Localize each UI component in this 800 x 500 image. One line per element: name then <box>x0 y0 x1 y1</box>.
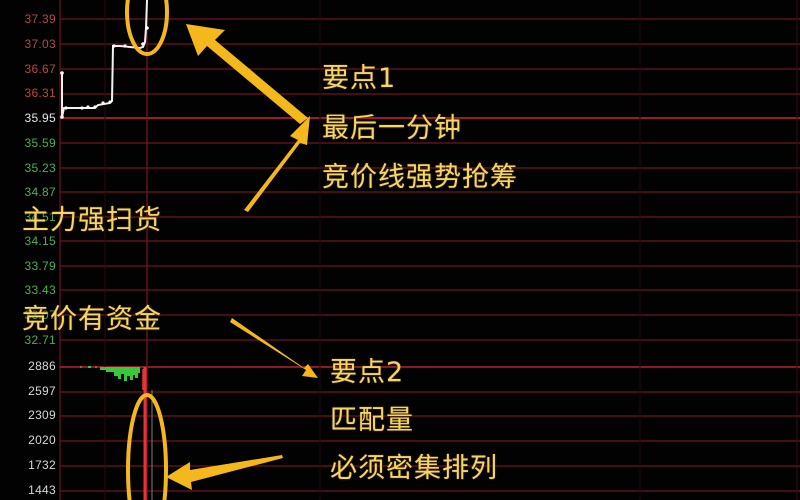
annotation-point2-line2: 必须密集排列 <box>330 453 498 484</box>
arrow-to-point2-icon <box>230 318 318 378</box>
annotation-point1-line2: 竞价线强势抢筹 <box>322 162 518 193</box>
volume-tick-label: 2597 <box>28 384 56 398</box>
annotation-point1-title: 要点1 <box>322 63 397 94</box>
price-tick-label: 34.51 <box>24 210 56 224</box>
price-tick-label: 34.15 <box>24 234 56 248</box>
price-tick-label: 35.23 <box>24 161 56 175</box>
price-gridlines <box>60 18 800 341</box>
volume-tick-label: 2020 <box>28 433 56 447</box>
annotation-point1-line1: 最后一分钟 <box>322 113 462 144</box>
highlight-ellipse-price <box>125 0 169 56</box>
annotation-left-note2: 竞价有资金 <box>22 304 162 335</box>
arrow-from-left-note1-icon <box>244 116 310 212</box>
price-tick-label: 36.67 <box>24 62 56 76</box>
vertical-gridlines <box>104 0 798 500</box>
price-tick-label: 33.43 <box>24 283 56 297</box>
annotation-point2-line1: 匹配量 <box>330 405 414 436</box>
annotation-point2-title: 要点2 <box>330 357 405 388</box>
arrow-to-volume-ellipse-icon <box>166 455 283 490</box>
annotation-left-note1: 主力强扫货 <box>22 205 162 236</box>
highlight-ellipse-volume <box>126 393 168 500</box>
price-tick-label: 34.87 <box>24 185 56 199</box>
price-tick-label: 35.59 <box>24 136 56 150</box>
arrow-to-price-ellipse-icon <box>186 24 308 124</box>
price-tick-label: 33.07 <box>24 308 56 322</box>
price-line <box>60 0 149 119</box>
volume-tick-label: 2309 <box>28 408 56 422</box>
price-tick-label: 37.03 <box>24 37 56 51</box>
volume-tick-label: 1443 <box>28 483 56 497</box>
volume-tick-label: 2886 <box>28 359 56 373</box>
volume-gridlines <box>60 366 800 492</box>
price-tick-label: 37.39 <box>24 12 56 26</box>
price-tick-label: 36.31 <box>24 86 56 100</box>
volume-green-bars <box>88 366 140 381</box>
price-tick-label-reference: 35.95 <box>24 111 56 125</box>
price-tick-label: 33.79 <box>24 259 56 273</box>
volume-small-red-bars <box>80 366 97 368</box>
volume-tick-label: 1732 <box>28 458 56 472</box>
price-tick-label: 32.71 <box>24 333 56 347</box>
